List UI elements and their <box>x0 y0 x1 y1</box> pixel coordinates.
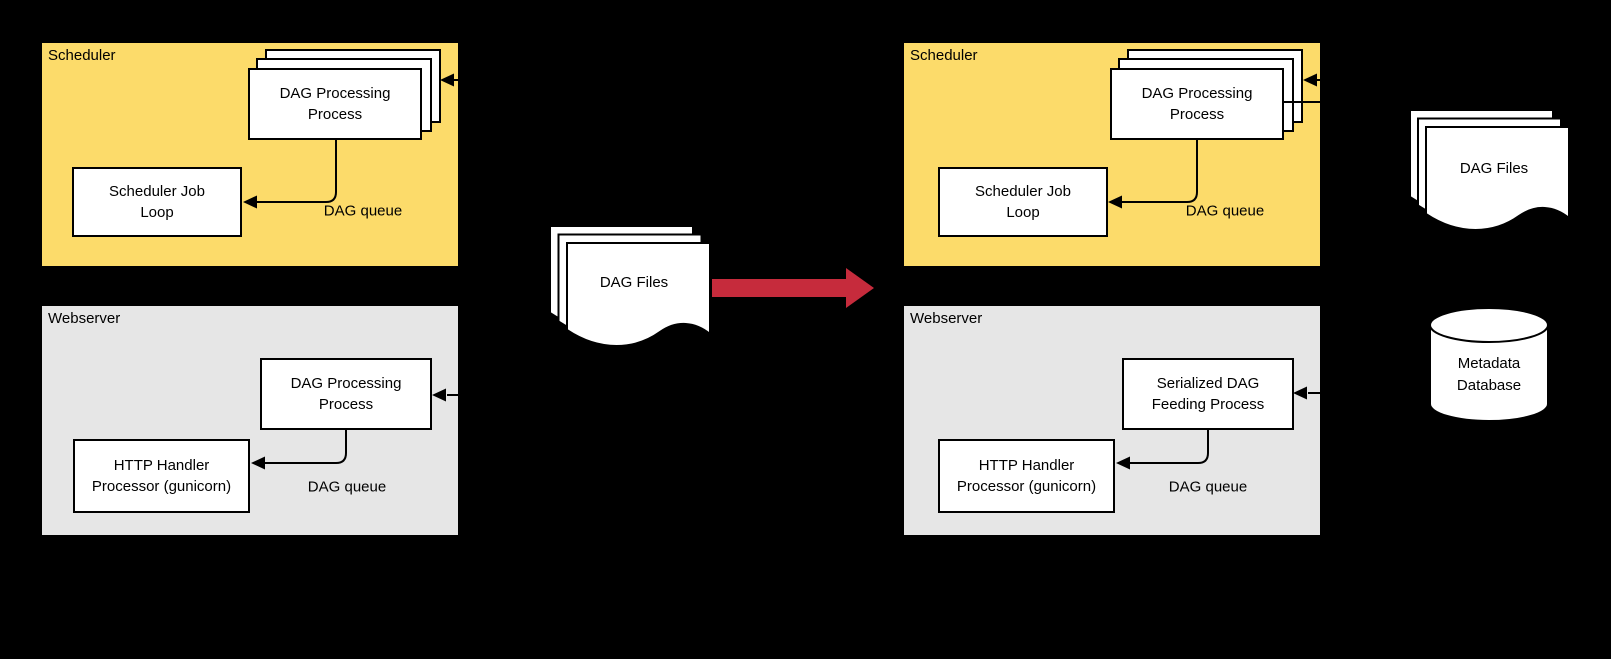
after-webserver-title: Webserver <box>910 310 983 327</box>
metadata-database-label: Metadata Database <box>1457 353 1521 397</box>
box-label-line: Process <box>1169 106 1225 123</box>
before-scheduler-dag-processing-box: DAG Processing Process <box>248 68 422 140</box>
box-label-line: Scheduler Job <box>109 183 205 200</box>
box-label-line: DAG Processing <box>279 85 391 102</box>
box-label-line: DAG Processing <box>1141 85 1253 102</box>
after-webserver-feeding-box: Serialized DAG Feeding Process <box>1122 358 1294 430</box>
database-label-line: Metadata <box>1457 355 1521 372</box>
transition-arrow <box>712 268 874 308</box>
after-scheduler-dag-queue-label: DAG queue <box>1185 202 1265 220</box>
database-label-line: Database <box>1456 377 1522 394</box>
before-webserver-dag-processing-box: DAG Processing Process <box>260 358 432 430</box>
box-label-line: Loop <box>140 204 174 221</box>
box-label-line: Feeding Process <box>1151 396 1265 413</box>
after-scheduler-dag-processing-box: DAG Processing Process <box>1110 68 1284 140</box>
box-label-line: Processor (gunicorn) <box>956 478 1097 495</box>
box-label-line: Process <box>318 396 374 413</box>
before-webserver-dag-queue-label: DAG queue <box>307 478 387 496</box>
after-webserver-http-handler-box: HTTP Handler Processor (gunicorn) <box>938 439 1115 513</box>
before-scheduler-dag-queue-label: DAG queue <box>323 202 403 220</box>
after-scheduler-job-loop-box: Scheduler Job Loop <box>938 167 1108 237</box>
box-label-line: Serialized DAG <box>1156 375 1260 392</box>
box-label-line: Process <box>307 106 363 123</box>
box-label-line: HTTP Handler <box>113 457 210 474</box>
box-label-line: Scheduler Job <box>975 183 1071 200</box>
before-scheduler-job-loop-box: Scheduler Job Loop <box>72 167 242 237</box>
after-webserver-dag-queue-label: DAG queue <box>1168 478 1248 496</box>
before-scheduler-title: Scheduler <box>48 47 116 64</box>
before-webserver-title: Webserver <box>48 310 121 327</box>
before-dag-files-label: DAG Files <box>599 274 669 291</box>
box-label-line: HTTP Handler <box>978 457 1075 474</box>
after-dag-files-label: DAG Files <box>1459 160 1529 177</box>
box-label-line: DAG Processing <box>290 375 402 392</box>
box-label-line: Processor (gunicorn) <box>91 478 232 495</box>
box-label-line: Loop <box>1006 204 1040 221</box>
after-scheduler-title: Scheduler <box>910 47 978 64</box>
before-webserver-http-handler-box: HTTP Handler Processor (gunicorn) <box>73 439 250 513</box>
